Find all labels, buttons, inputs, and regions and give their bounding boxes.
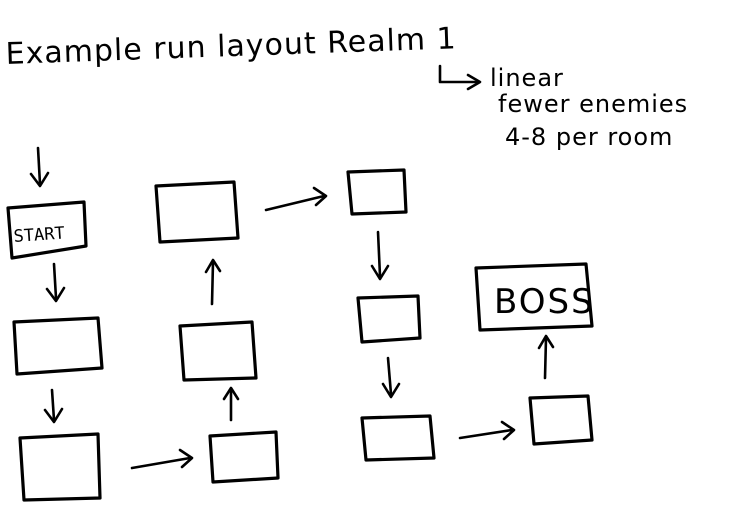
note-hook-line <box>438 64 480 84</box>
diagram-title: Example run layout Realm 1 <box>5 21 457 72</box>
note-hook-arrowhead <box>466 73 482 91</box>
room-c2 <box>356 294 422 344</box>
room-a3 <box>18 432 102 502</box>
arrow-c3-to-d2 <box>458 420 516 441</box>
room-b1 <box>154 180 240 244</box>
room-c3 <box>360 414 436 462</box>
arrow-a3-to-b3 <box>130 448 194 470</box>
start-label: START <box>13 223 65 247</box>
room-boss: BOSS <box>474 262 595 332</box>
arrow-start-to-a2 <box>45 262 66 303</box>
room-c1 <box>346 168 408 216</box>
room-b2 <box>178 320 258 382</box>
arrow-b2-to-b1 <box>204 258 222 306</box>
boss-label: BOSS <box>494 282 595 322</box>
arrow-c1-to-c2 <box>370 230 390 281</box>
note-fewer-enemies: fewer enemies <box>498 90 688 118</box>
note-per-room: 4-8 per room <box>505 123 673 151</box>
room-a2 <box>12 316 104 376</box>
arrow-a2-to-a3 <box>43 388 64 424</box>
entry-arrow <box>29 146 50 188</box>
arrow-c2-to-c3 <box>381 356 401 399</box>
note-linear: linear <box>490 64 564 92</box>
arrow-b3-to-b2 <box>222 386 240 422</box>
arrow-b1-to-c1 <box>264 186 328 212</box>
room-b3 <box>208 430 280 484</box>
arrow-d2-to-boss <box>537 334 555 380</box>
room-d2 <box>528 394 594 446</box>
room-start: START <box>6 200 88 260</box>
